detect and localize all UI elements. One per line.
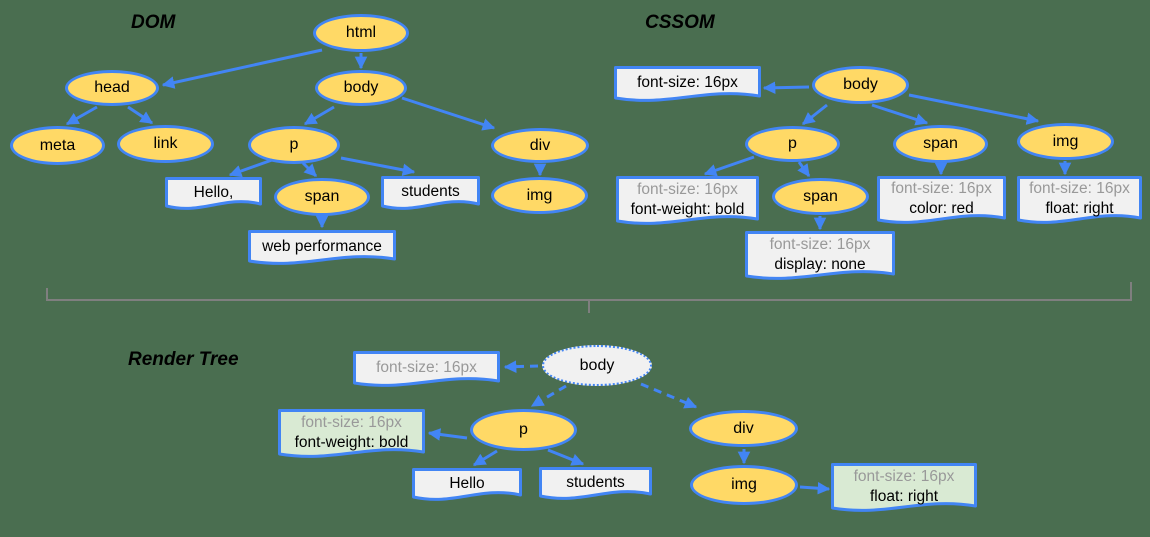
- cssom-rule-box-p: font-size: 16px font-weight: bold: [616, 176, 759, 232]
- document-shape: [381, 176, 480, 210]
- render-rule-box-img: font-size: 16px float: right: [831, 463, 977, 519]
- document-shape: [831, 463, 977, 512]
- cssom-node-body: body: [812, 66, 909, 104]
- render-node-body: body: [542, 345, 652, 386]
- render-node-p: p: [470, 409, 577, 451]
- dom-textnode-students: students: [381, 176, 480, 217]
- document-shape: [877, 176, 1006, 224]
- dom-node-span: span: [274, 178, 370, 216]
- section-title-cssom: CSSOM: [645, 12, 715, 33]
- document-shape: [745, 231, 895, 280]
- dom-node-p: p: [248, 126, 340, 164]
- render-textnode-students: students: [539, 467, 652, 507]
- document-shape: [278, 409, 425, 458]
- cssom-node-p: p: [745, 126, 840, 162]
- document-shape: [412, 468, 522, 501]
- document-shape: [539, 467, 652, 500]
- render-node-img: img: [690, 465, 798, 505]
- dom-textnode-web-performance: web performance: [248, 230, 396, 272]
- dom-node-meta: meta: [10, 126, 105, 165]
- render-rule-box-body: font-size: 16px: [353, 351, 500, 394]
- dom-node-head: head: [65, 70, 159, 106]
- cssom-node-img: img: [1017, 123, 1114, 160]
- dom-node-html: html: [313, 14, 409, 52]
- cssom-node-span: span: [893, 125, 988, 163]
- dom-textnode-hello: Hello,: [165, 177, 262, 217]
- dom-node-img: img: [491, 177, 588, 214]
- render-textnode-hello: Hello: [412, 468, 522, 508]
- dom-node-div: div: [491, 128, 589, 163]
- render-rule-box-p: font-size: 16px font-weight: bold: [278, 409, 425, 465]
- cssom-rule-box-img: font-size: 16px float: right: [1017, 176, 1142, 231]
- document-shape: [614, 66, 761, 102]
- dom-node-link: link: [117, 125, 214, 163]
- cssom-node-span-child: span: [772, 178, 869, 215]
- document-shape: [616, 176, 759, 225]
- cssom-rule-box-span: font-size: 16px color: red: [877, 176, 1006, 231]
- document-shape: [1017, 176, 1142, 224]
- cssom-rule-box-span-child: font-size: 16px display: none: [745, 231, 895, 287]
- document-shape: [165, 177, 262, 210]
- document-shape: [353, 351, 500, 387]
- dom-node-body: body: [315, 70, 407, 106]
- document-shape: [248, 230, 396, 265]
- section-title-render-tree: Render Tree: [128, 349, 239, 370]
- brace-divider: [46, 282, 1132, 313]
- section-title-dom: DOM: [131, 12, 176, 33]
- render-node-div: div: [689, 410, 798, 447]
- cssom-rule-box-body: font-size: 16px: [614, 66, 761, 109]
